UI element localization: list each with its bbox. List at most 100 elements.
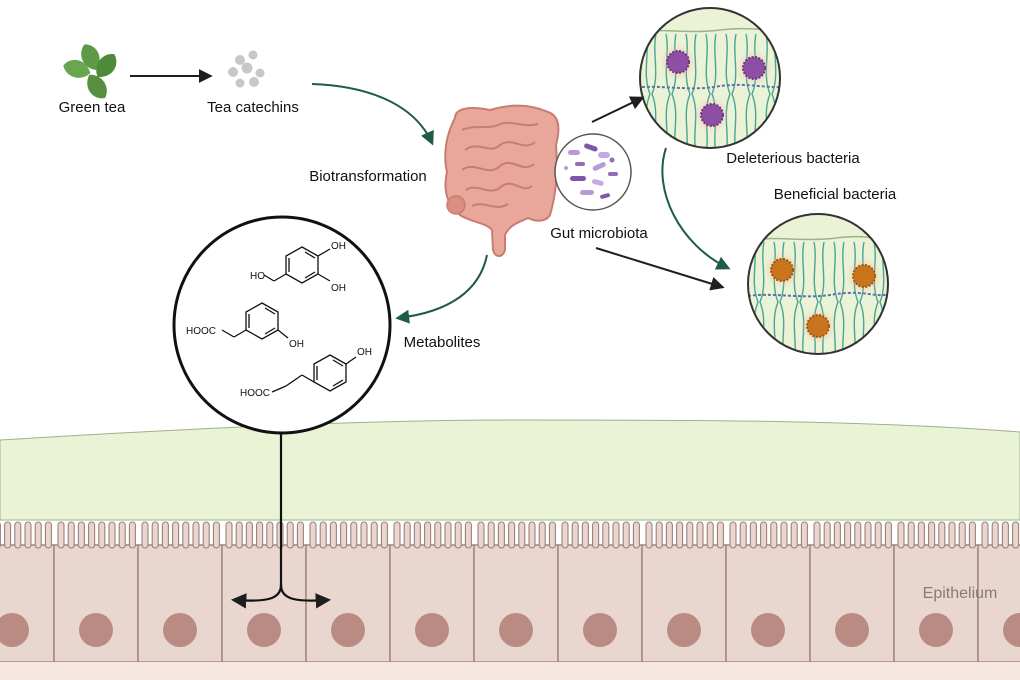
microvillus: [14, 521, 22, 549]
microvillus: [44, 521, 52, 549]
mucin-fiber: [833, 241, 839, 354]
arrow-catechins-to-gut: [311, 83, 434, 146]
microvillus: [57, 521, 65, 549]
microvillus: [528, 521, 536, 549]
microvillus: [571, 521, 579, 549]
microvillus: [413, 521, 421, 549]
cell-nucleus: [919, 613, 953, 647]
microvillus: [296, 521, 304, 549]
mucin-fiber: [705, 33, 711, 148]
microvillus: [884, 521, 892, 549]
microvillus: [729, 521, 737, 549]
green-tea-label: Green tea: [59, 99, 126, 116]
microvillus: [464, 521, 472, 549]
chem-oh-3: OH: [289, 339, 304, 350]
microvillus: [434, 521, 442, 549]
microvillus: [833, 521, 841, 549]
cell-nucleus: [751, 613, 785, 647]
microvillus: [864, 521, 872, 549]
arrow-deleterious-to-beneficial: [661, 147, 731, 270]
microvillus: [538, 521, 546, 549]
absorption-arrow: [230, 433, 332, 609]
microvillus: [622, 521, 630, 549]
mucin-fiber: [725, 33, 731, 148]
microvillus: [340, 521, 348, 549]
microvillus: [235, 521, 243, 549]
microvillus: [192, 521, 200, 549]
microvillus: [706, 521, 714, 549]
chem-hooc-1: HOOC: [186, 326, 216, 337]
microvillus: [202, 521, 210, 549]
microvillus: [645, 521, 653, 549]
microvillus: [790, 521, 798, 549]
microvillus: [938, 521, 946, 549]
microvillus: [968, 521, 976, 549]
chem-oh-1: OH: [331, 241, 346, 252]
green-tea-leaf-icon: [63, 44, 117, 99]
cell-nucleus: [0, 613, 29, 647]
deleterious-bacteria-label: Deleterious bacteria: [726, 150, 860, 167]
microvillus: [487, 521, 495, 549]
cell-nucleus: [79, 613, 113, 647]
arrow-gut-to-metabolites: [395, 254, 488, 324]
microvillus: [319, 521, 327, 549]
microvillus: [34, 521, 42, 549]
mucin-fiber: [799, 241, 805, 354]
microvillus: [823, 521, 831, 549]
arrow-gut-to-deleterious: [591, 96, 645, 123]
microvillus: [928, 521, 936, 549]
microvillus: [592, 521, 600, 549]
microvillus: [760, 521, 768, 549]
microvillus: [991, 521, 999, 549]
microvillus: [874, 521, 882, 549]
cell-nucleus: [667, 613, 701, 647]
mucin-fiber: [691, 33, 697, 148]
microvillus: [329, 521, 337, 549]
microvillus: [548, 521, 556, 549]
microvillus: [581, 521, 589, 549]
mucin-fiber: [894, 242, 898, 360]
microvillus: [77, 521, 85, 549]
microvillus: [151, 521, 159, 549]
mucin-fiber: [740, 242, 744, 360]
microvillus: [161, 521, 169, 549]
microvillus: [108, 521, 116, 549]
microvillus: [958, 521, 966, 549]
microvillus: [141, 521, 149, 549]
microvillus: [497, 521, 505, 549]
microvillus: [360, 521, 368, 549]
microvillus: [256, 521, 264, 549]
mucin-fiber: [632, 34, 636, 152]
microvillus: [800, 521, 808, 549]
cell-nucleus: [583, 613, 617, 647]
mucus-layer: [0, 419, 1020, 521]
beneficial-bacteria-circle: [740, 213, 898, 360]
microvillus: [665, 521, 673, 549]
chem-oh-2: OH: [331, 283, 346, 294]
microvillus: [676, 521, 684, 549]
microvillus: [182, 521, 190, 549]
microvillus: [844, 521, 852, 549]
microvillus: [245, 521, 253, 549]
microvillus: [602, 521, 610, 549]
epithelium-cells: [0, 521, 1020, 680]
microvillus: [917, 521, 925, 549]
microvillus: [128, 521, 136, 549]
microvillus: [67, 521, 75, 549]
microvillus: [1001, 521, 1009, 549]
mucin-fiber: [813, 241, 819, 354]
microvillus: [686, 521, 694, 549]
microvillus: [350, 521, 358, 549]
mucin-fiber: [731, 33, 737, 148]
microvillus: [88, 521, 96, 549]
microvillus: [286, 521, 294, 549]
microvillus: [813, 521, 821, 549]
metabolites-circle: OH OH HO OH HOOC OH HOOC: [172, 215, 392, 435]
microvillus: [98, 521, 106, 549]
catechins-dots-icon: [228, 50, 265, 88]
cell-nucleus: [415, 613, 449, 647]
microvillus: [948, 521, 956, 549]
molecule-1-structure: [263, 246, 331, 284]
microvillus: [444, 521, 452, 549]
arrow-microbiota-to-beneficial: [595, 247, 725, 291]
